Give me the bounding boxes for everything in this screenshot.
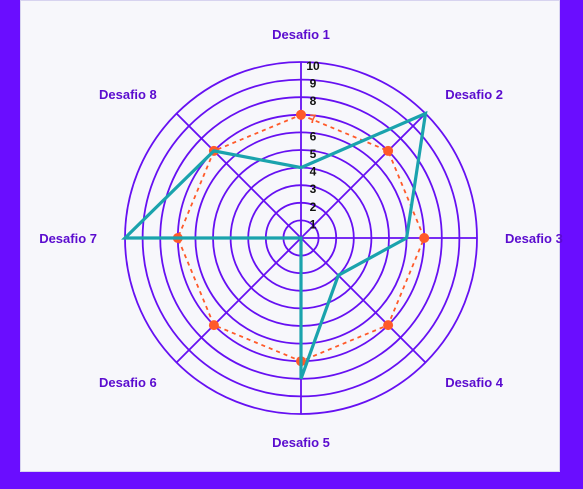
radial-tick-label-1: 1 xyxy=(310,217,317,231)
grid-spoke-4 xyxy=(300,237,427,364)
series-2-line xyxy=(121,110,428,380)
chart-panel xyxy=(20,0,560,472)
category-label-1: Desafio 1 xyxy=(272,27,330,42)
radial-tick-label-7: 7 xyxy=(310,112,317,126)
category-label-7: Desafio 7 xyxy=(39,231,97,246)
radial-tick-label-6: 6 xyxy=(310,129,317,143)
category-label-2: Desafio 2 xyxy=(445,87,503,102)
series-1-point-1 xyxy=(296,109,306,120)
radial-tick-label-2: 2 xyxy=(310,200,317,214)
series-1-point-6 xyxy=(208,320,219,331)
category-label-6: Desafio 6 xyxy=(99,375,157,390)
radial-tick-label-10: 10 xyxy=(306,59,320,73)
series-layer xyxy=(121,109,430,380)
radial-tick-labels: 1 2 3 4 5 6 7 8 9 10 xyxy=(306,59,320,231)
grid-spoke-8 xyxy=(175,112,302,239)
grid-spoke-6 xyxy=(175,237,302,364)
category-label-5: Desafio 5 xyxy=(272,435,330,450)
series-1-point-3 xyxy=(419,233,430,243)
category-label-4: Desafio 4 xyxy=(445,375,504,390)
series-1-point-4 xyxy=(383,320,394,331)
category-label-8: Desafio 8 xyxy=(99,87,157,102)
radial-tick-label-3: 3 xyxy=(310,182,317,196)
radial-tick-label-4: 4 xyxy=(310,165,317,179)
grid-spoke-2 xyxy=(300,112,427,239)
category-labels: Desafio 1 Desafio 2 Desafio 3 Desafio 4 Desa… xyxy=(39,27,563,450)
radial-tick-label-5: 5 xyxy=(310,147,317,161)
radial-tick-label-9: 9 xyxy=(310,77,317,91)
category-label-3: Desafio 3 xyxy=(505,231,563,246)
radial-tick-label-8: 8 xyxy=(310,94,317,108)
series-1-point-2 xyxy=(383,145,394,156)
